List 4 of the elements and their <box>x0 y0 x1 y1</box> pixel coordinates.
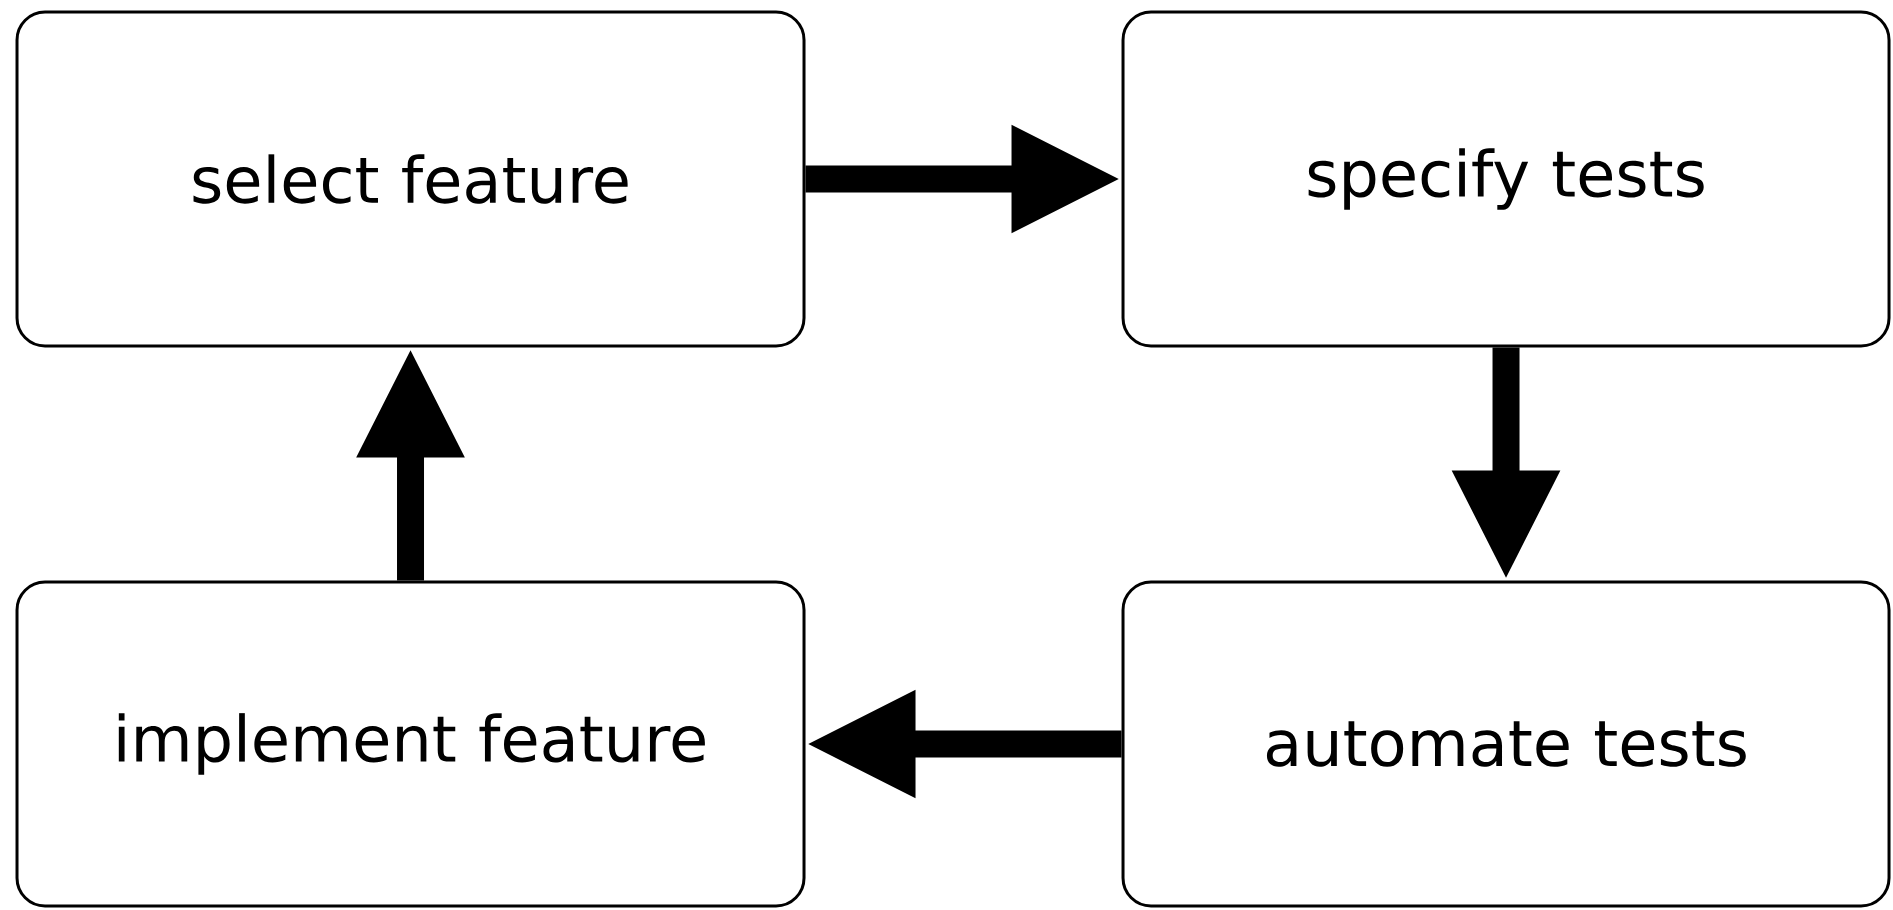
process-box: implement feature <box>15 580 806 908</box>
process-box: select feature <box>15 10 806 348</box>
process-box: automate tests <box>1121 580 1891 908</box>
process-box: specify tests <box>1121 10 1891 348</box>
